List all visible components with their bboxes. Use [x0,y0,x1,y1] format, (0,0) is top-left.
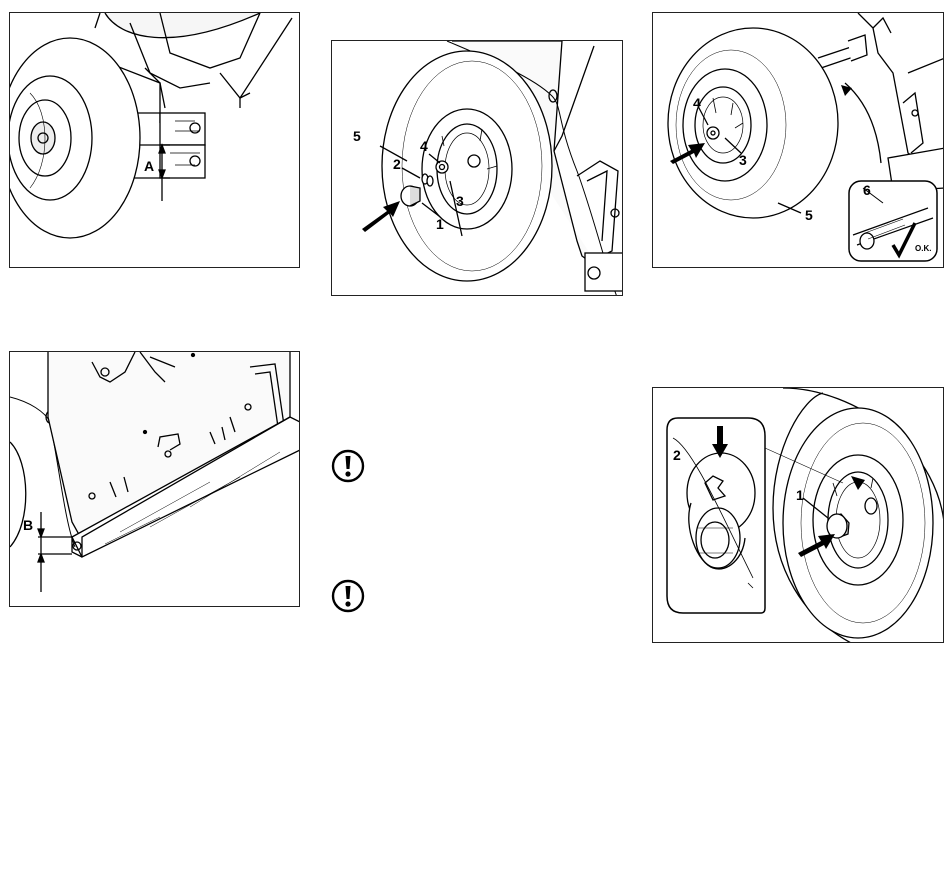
figure-4-deck-beam-height-b: B [9,351,300,607]
callout-4: 4 [693,95,701,111]
callout-6: 6 [863,182,871,198]
figure-1-wheel-block-height-a: A [9,12,300,268]
callout-5: 5 [805,207,813,223]
figure-4-drawing: B [10,352,300,607]
callout-b: B [23,517,33,533]
figure-5-cap-refitting: 2 1 [652,387,944,643]
callout-5: 5 [353,128,361,144]
figure-5-drawing: 2 1 [653,388,944,643]
callout-a: A [144,158,154,174]
figure-3-wheel-mounting: 4 3 5 6 O.K. [652,12,944,268]
exclamation-warning-icon [331,579,365,613]
callout-3: 3 [456,193,464,209]
figure-2-drawing: 5 2 4 3 1 [332,41,623,296]
callout-2: 2 [673,447,681,463]
figure-3-drawing: 4 3 5 6 O.K. [653,13,944,268]
ok-label: O.K. [915,244,931,253]
figure-1-drawing: A [10,13,300,268]
callout-2: 2 [393,156,401,172]
exclamation-warning-icon [331,449,365,483]
figure-2-wheel-removal: 5 2 4 3 1 [331,40,623,296]
callout-4: 4 [420,138,428,154]
callout-1: 1 [436,216,444,232]
callout-3: 3 [739,152,747,168]
callout-1: 1 [796,487,804,503]
